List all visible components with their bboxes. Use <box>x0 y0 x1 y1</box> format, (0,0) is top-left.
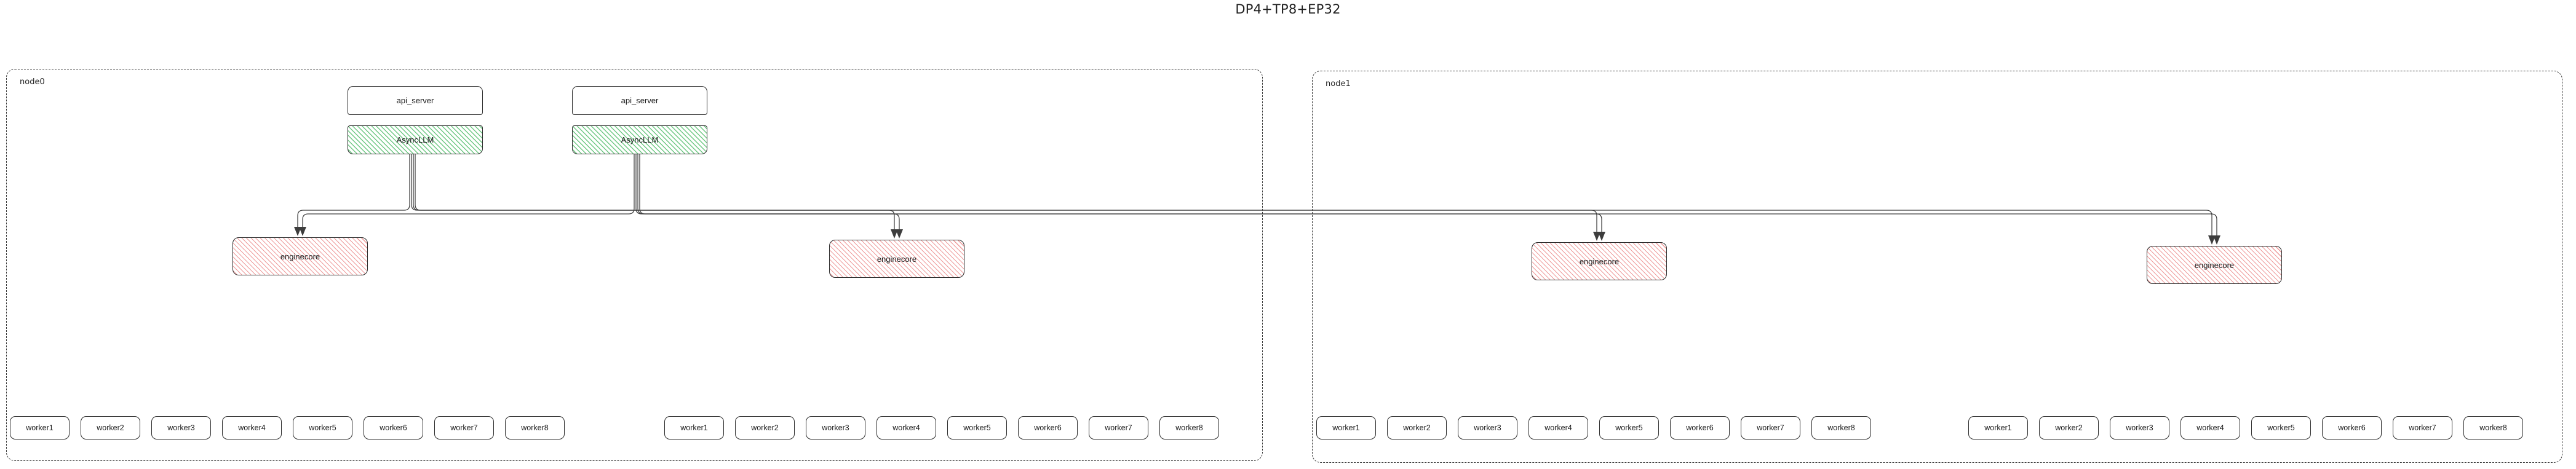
worker-box-worker2[interactable]: worker2 <box>2039 416 2099 439</box>
api-server-box[interactable]: api_server <box>348 86 483 115</box>
node-container-node1 <box>1312 71 2562 463</box>
worker-box-worker6[interactable]: worker6 <box>364 416 423 439</box>
worker-box-worker1[interactable]: worker1 <box>1968 416 2028 439</box>
worker-box-worker3[interactable]: worker3 <box>151 416 211 439</box>
worker-box-worker2[interactable]: worker2 <box>735 416 795 439</box>
enginecore-box[interactable]: enginecore <box>2147 246 2282 284</box>
node-label-node0: node0 <box>20 77 45 87</box>
worker-box-worker4[interactable]: worker4 <box>877 416 936 439</box>
worker-box-worker3[interactable]: worker3 <box>2110 416 2169 439</box>
worker-box-worker6[interactable]: worker6 <box>2322 416 2382 439</box>
enginecore-box[interactable]: enginecore <box>829 240 964 278</box>
worker-box-worker8[interactable]: worker8 <box>1811 416 1871 439</box>
page-title: DP4+TP8+EP32 <box>1235 2 1341 17</box>
worker-box-worker7[interactable]: worker7 <box>434 416 494 439</box>
worker-box-worker3[interactable]: worker3 <box>806 416 865 439</box>
worker-box-worker6[interactable]: worker6 <box>1670 416 1730 439</box>
worker-box-worker5[interactable]: worker5 <box>2251 416 2311 439</box>
worker-box-worker7[interactable]: worker7 <box>2393 416 2452 439</box>
node-label-node1: node1 <box>1326 79 1351 89</box>
enginecore-box[interactable]: enginecore <box>233 237 368 275</box>
worker-box-worker6[interactable]: worker6 <box>1018 416 1078 439</box>
worker-box-worker5[interactable]: worker5 <box>293 416 352 439</box>
asyncllm-box[interactable]: AsyncLLM <box>348 125 483 154</box>
asyncllm-box[interactable]: AsyncLLM <box>572 125 707 154</box>
enginecore-box[interactable]: enginecore <box>1532 242 1667 280</box>
api-server-box[interactable]: api_server <box>572 86 707 115</box>
worker-box-worker7[interactable]: worker7 <box>1089 416 1148 439</box>
worker-box-worker8[interactable]: worker8 <box>2463 416 2523 439</box>
worker-box-worker8[interactable]: worker8 <box>1159 416 1219 439</box>
worker-box-worker2[interactable]: worker2 <box>1387 416 1447 439</box>
node-container-node0 <box>6 69 1263 461</box>
worker-box-worker5[interactable]: worker5 <box>1599 416 1659 439</box>
worker-box-worker3[interactable]: worker3 <box>1458 416 1517 439</box>
worker-box-worker1[interactable]: worker1 <box>1316 416 1376 439</box>
worker-box-worker4[interactable]: worker4 <box>2180 416 2240 439</box>
worker-box-worker8[interactable]: worker8 <box>505 416 565 439</box>
worker-box-worker4[interactable]: worker4 <box>1529 416 1588 439</box>
worker-box-worker2[interactable]: worker2 <box>81 416 140 439</box>
worker-box-worker5[interactable]: worker5 <box>947 416 1007 439</box>
worker-box-worker4[interactable]: worker4 <box>222 416 282 439</box>
worker-box-worker1[interactable]: worker1 <box>10 416 70 439</box>
worker-box-worker1[interactable]: worker1 <box>664 416 724 439</box>
worker-box-worker7[interactable]: worker7 <box>1741 416 1800 439</box>
